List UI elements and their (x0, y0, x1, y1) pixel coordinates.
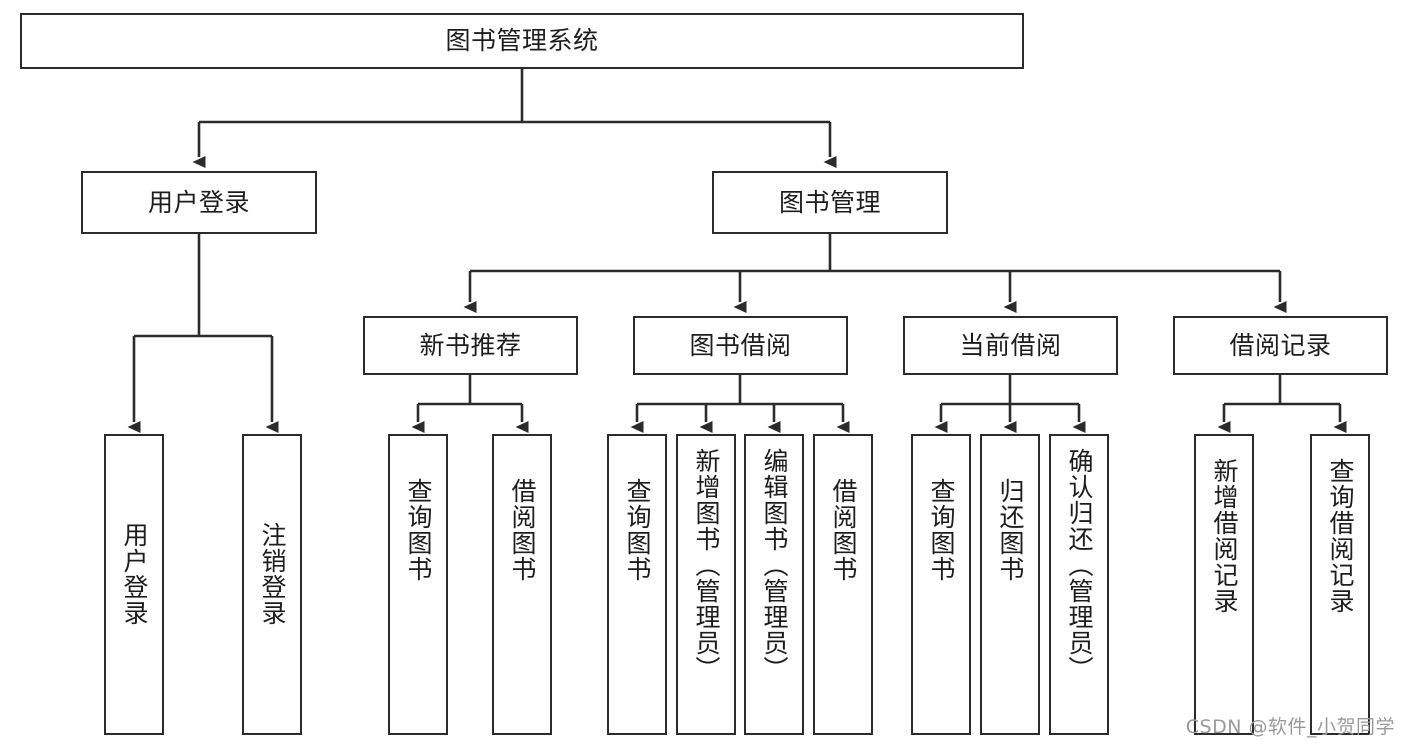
leaf-borrow-record-add-label: 新增借阅记录 (1210, 458, 1239, 614)
leaf-user-login-logout[interactable]: 注销登录 (242, 434, 302, 735)
leaf-borrow-record-query-label: 查询借阅记录 (1326, 458, 1355, 614)
node-new-book-recommend[interactable]: 新书推荐 (363, 316, 578, 375)
leaf-book-borrow-borrow[interactable]: 借阅图书 (813, 434, 873, 735)
leaf-borrow-record-query[interactable]: 查询借阅记录 (1310, 434, 1370, 735)
leaf-current-borrow-confirm-return[interactable]: 确认归还（管理员） (1049, 434, 1109, 735)
node-book-borrow-label: 图书借阅 (689, 330, 792, 360)
node-borrow-record[interactable]: 借阅记录 (1173, 316, 1388, 375)
node-book-borrow[interactable]: 图书借阅 (633, 316, 848, 375)
leaf-new-book-query[interactable]: 查询图书 (388, 434, 448, 735)
node-current-borrow[interactable]: 当前借阅 (903, 316, 1118, 375)
leaf-book-borrow-add[interactable]: 新增图书（管理员） (676, 434, 736, 735)
node-current-borrow-label: 当前借阅 (959, 330, 1062, 360)
leaf-current-borrow-query-label: 查询图书 (927, 478, 956, 582)
node-user-login-label: 用户登录 (147, 187, 250, 217)
leaf-current-borrow-return-label: 归还图书 (996, 478, 1025, 582)
leaf-new-book-borrow[interactable]: 借阅图书 (492, 434, 552, 735)
leaf-book-borrow-query[interactable]: 查询图书 (607, 434, 667, 735)
node-root-book-management-system[interactable]: 图书管理系统 (20, 13, 1024, 69)
leaf-current-borrow-return[interactable]: 归还图书 (980, 434, 1040, 735)
leaf-book-borrow-edit-label: 编辑图书（管理员） (760, 448, 789, 682)
watermark: CSDN @软件_小贺同学 (1185, 716, 1395, 738)
leaf-user-login-login-label: 用户登录 (120, 522, 149, 626)
node-root-label: 图书管理系统 (445, 26, 599, 55)
node-book-management[interactable]: 图书管理 (712, 171, 948, 234)
leaf-book-borrow-add-label: 新增图书（管理员） (692, 448, 721, 682)
node-user-login[interactable]: 用户登录 (81, 171, 317, 234)
leaf-book-borrow-edit[interactable]: 编辑图书（管理员） (744, 434, 804, 735)
node-new-book-recommend-label: 新书推荐 (419, 330, 522, 360)
node-book-management-label: 图书管理 (778, 187, 881, 217)
leaf-user-login-login[interactable]: 用户登录 (104, 434, 164, 735)
leaf-user-login-logout-label: 注销登录 (258, 522, 287, 626)
leaf-new-book-borrow-label: 借阅图书 (508, 478, 537, 582)
leaf-current-borrow-confirm-return-label: 确认归还（管理员） (1065, 448, 1094, 682)
leaf-book-borrow-query-label: 查询图书 (623, 478, 652, 582)
leaf-current-borrow-query[interactable]: 查询图书 (911, 434, 971, 735)
node-borrow-record-label: 借阅记录 (1229, 330, 1332, 360)
leaf-book-borrow-borrow-label: 借阅图书 (829, 478, 858, 582)
leaf-new-book-query-label: 查询图书 (404, 478, 433, 582)
leaf-borrow-record-add[interactable]: 新增借阅记录 (1194, 434, 1254, 735)
